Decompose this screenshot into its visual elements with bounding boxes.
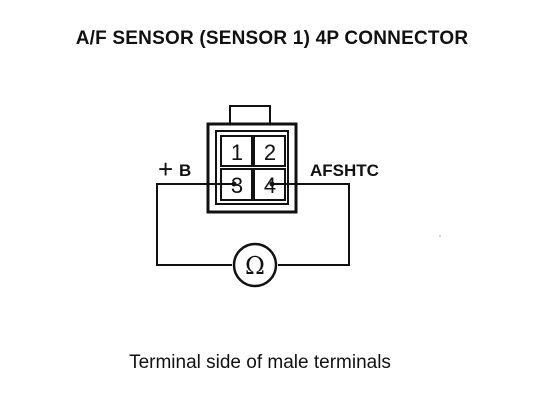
ohm-symbol: Ω	[245, 252, 265, 280]
wire-left	[156, 183, 232, 266]
wire-right	[274, 183, 350, 266]
ohmmeter-icon	[232, 242, 278, 288]
scan-speck	[439, 235, 441, 237]
pin-number-3: 3	[231, 173, 243, 198]
pin-cell-1	[220, 135, 253, 167]
terminal-dot-4	[269, 181, 275, 187]
diagram-title: A/F SENSOR (SENSOR 1) 4P CONNECTOR	[75, 28, 469, 49]
terminal-dot-3	[231, 181, 237, 187]
diagram-caption: Terminal side of male terminals	[129, 352, 391, 373]
plus-sign: +	[158, 154, 173, 184]
pin-cell-2	[253, 135, 286, 167]
right-terminal-label: AFSHTC	[310, 161, 379, 180]
pin-number-1: 1	[231, 140, 243, 165]
pin-number-2: 2	[264, 140, 276, 165]
left-terminal-label: B	[179, 161, 191, 180]
